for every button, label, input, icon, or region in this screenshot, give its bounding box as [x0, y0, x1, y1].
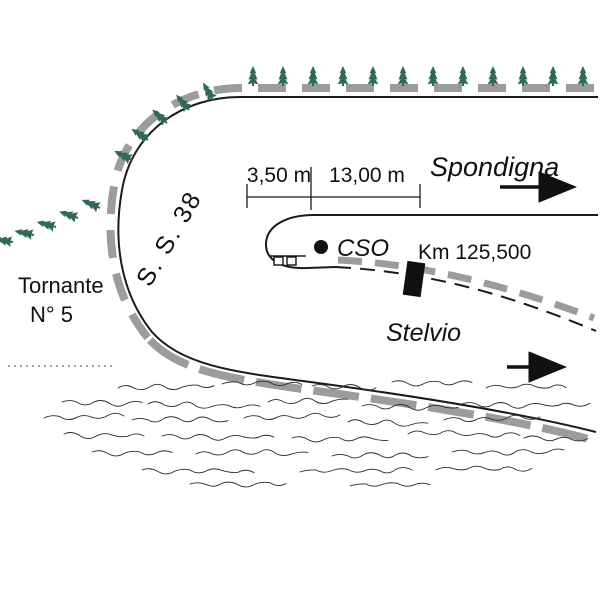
tree-icon [13, 225, 36, 241]
tree-icon [35, 216, 58, 233]
tree-icon [457, 66, 469, 86]
tree-icon [397, 66, 409, 86]
terrain-stroke [443, 414, 541, 423]
tree-icon [367, 66, 379, 86]
terrain-stroke [147, 401, 261, 409]
terrain-stroke [243, 412, 341, 421]
terrain-stroke [361, 404, 459, 411]
cso-label: CSO [337, 235, 389, 262]
terrain-stroke [461, 402, 591, 409]
terrain-stroke [43, 412, 125, 421]
terrain-stroke [91, 450, 173, 457]
tree-icon [247, 66, 259, 86]
terrain-stroke [131, 416, 229, 423]
terrain-stroke [221, 380, 303, 386]
tornante-label-line1: Tornante [18, 273, 104, 298]
terrain-stroke [117, 383, 215, 391]
km-marker-label: Km 125,500 [418, 241, 531, 264]
km-post-icon [402, 260, 426, 298]
destination-spondigna-label: Spondigna [430, 152, 559, 182]
tree-icon [487, 66, 499, 86]
terrain-stroke [349, 482, 431, 487]
cso-point-dot [314, 240, 328, 254]
tree-icon [79, 194, 103, 213]
terrain-hatching [43, 380, 591, 488]
dimension-annotation: 3,50 m 13,00 m [246, 164, 421, 210]
terrain-stroke [311, 384, 377, 391]
destination-stelvio-label: Stelvio [386, 319, 461, 347]
terrain-stroke [331, 452, 429, 459]
tree-icon [427, 66, 439, 86]
terrain-stroke [485, 383, 567, 389]
road-name-label: S. S. 38 [131, 186, 208, 291]
terrain-stroke [435, 465, 533, 472]
terrain-stroke [267, 397, 349, 405]
terrain-stroke [61, 400, 143, 407]
terrain-stroke [141, 468, 255, 475]
terrain-stroke [391, 380, 473, 387]
terrain-stroke [299, 467, 413, 474]
dim-left-label: 3,50 m [247, 164, 311, 187]
tornante-label-line2: N° 5 [30, 302, 73, 327]
tree-icon [307, 66, 319, 86]
tree-icon [577, 66, 589, 86]
tree-icon [547, 66, 559, 86]
building-symbol [286, 256, 297, 266]
terrain-stroke [189, 481, 287, 488]
terrain-stroke [347, 419, 429, 427]
terrain-stroke [407, 430, 521, 438]
terrain-stroke [63, 432, 145, 440]
terrain-stroke [291, 436, 389, 443]
tree-icon [57, 206, 80, 224]
terrain-stroke [451, 448, 565, 456]
guardrail-outer-top [106, 84, 594, 341]
tree-icon [337, 66, 349, 86]
tree-icon [277, 66, 289, 86]
terrain-stroke [195, 449, 309, 456]
tree-icon [517, 66, 529, 86]
guardrail-outer-bottom [147, 337, 598, 445]
guardrail-stelvio [337, 256, 596, 322]
tree-icon [0, 233, 14, 248]
inner-road-edge [264, 214, 598, 270]
dim-right-label: 13,00 m [329, 164, 405, 187]
terrain-stroke [523, 435, 589, 442]
building-symbol [273, 256, 284, 266]
stelvio-road-dashed-edge [335, 266, 597, 332]
terrain-stroke [161, 434, 275, 441]
